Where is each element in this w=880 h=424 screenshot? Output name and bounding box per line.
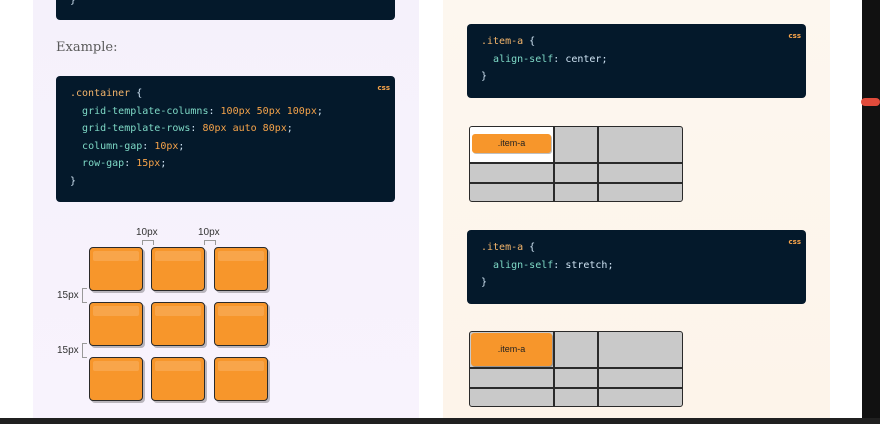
example-label: Example: (56, 40, 118, 55)
grid-line (553, 332, 555, 406)
code-value: 80px auto 80px (202, 123, 287, 134)
grid-item-box (89, 357, 143, 401)
code-block-align-stretch: css .item-a { align-self: stretch; } (467, 230, 806, 304)
row-gap-bracket (82, 288, 87, 303)
grid-item-box (89, 302, 143, 346)
item-a-label: .item-a (497, 138, 526, 148)
column-gap-label: 10px (136, 227, 158, 238)
item-a-box: .item-a (471, 333, 552, 366)
code-property: row-gap (82, 158, 125, 169)
code-value: 15px (136, 158, 161, 169)
align-center-grid-diagram: .item-a (469, 126, 683, 202)
code-block-align-center: css .item-a { align-self: center; } (467, 24, 806, 98)
grid-line (597, 127, 599, 201)
grid-item-box (214, 302, 268, 346)
grid-line (553, 127, 555, 201)
grid-line (470, 162, 682, 164)
grid-item-box (151, 357, 205, 401)
grid-line (470, 367, 682, 369)
code-close-brace: } (481, 277, 488, 288)
code-open-brace: { (523, 242, 536, 253)
code-selector: .item-a (481, 242, 524, 253)
code-property: grid-template-columns (82, 105, 209, 117)
item-a-box: .item-a (472, 134, 551, 153)
row-gap-bracket (82, 343, 87, 358)
row-gap-label: 15px (57, 345, 79, 356)
code-value: stretch (565, 259, 608, 271)
grid-line (597, 332, 599, 406)
column-gap-bracket (204, 240, 216, 245)
css-language-tag: css (788, 32, 801, 40)
grid-item-box (214, 247, 268, 291)
column-gap-bracket (142, 240, 154, 245)
code-property: align-self (493, 53, 554, 65)
grid-line (470, 182, 682, 184)
code-block-container: css .container { grid-template-columns: … (56, 76, 395, 202)
align-stretch-grid-diagram: .item-a (469, 331, 683, 407)
scrollbar-track[interactable] (862, 0, 880, 418)
code-open-brace: { (130, 88, 143, 99)
code-selector: .container (70, 88, 131, 99)
code-property: column-gap (82, 140, 143, 152)
code-close-brace: } (70, 0, 77, 6)
grid-item-box (214, 357, 268, 401)
code-selector: .item-a (481, 36, 524, 47)
css-language-tag: css (377, 84, 390, 92)
grid-item-box (151, 247, 205, 291)
code-property: align-self (493, 259, 554, 271)
column-gap-label: 10px (198, 227, 220, 238)
bottom-edge-bar (0, 418, 880, 424)
left-content-panel (33, 0, 419, 418)
grid-line (470, 387, 682, 389)
code-value: 10px (154, 140, 179, 152)
code-close-brace: } (481, 71, 488, 82)
code-close-brace: } (70, 175, 77, 187)
grid-item-box (89, 247, 143, 291)
code-property: grid-template-rows (82, 123, 191, 134)
scrollbar-thumb[interactable] (861, 98, 880, 106)
css-language-tag: css (788, 238, 801, 246)
row-gap-label: 15px (57, 290, 79, 301)
code-block-partial: } (56, 0, 395, 20)
code-open-brace: { (523, 36, 536, 47)
item-a-label: .item-a (497, 344, 526, 354)
code-value: 100px 50px 100px (220, 105, 317, 117)
code-value: center (565, 53, 602, 65)
grid-item-box (151, 302, 205, 346)
